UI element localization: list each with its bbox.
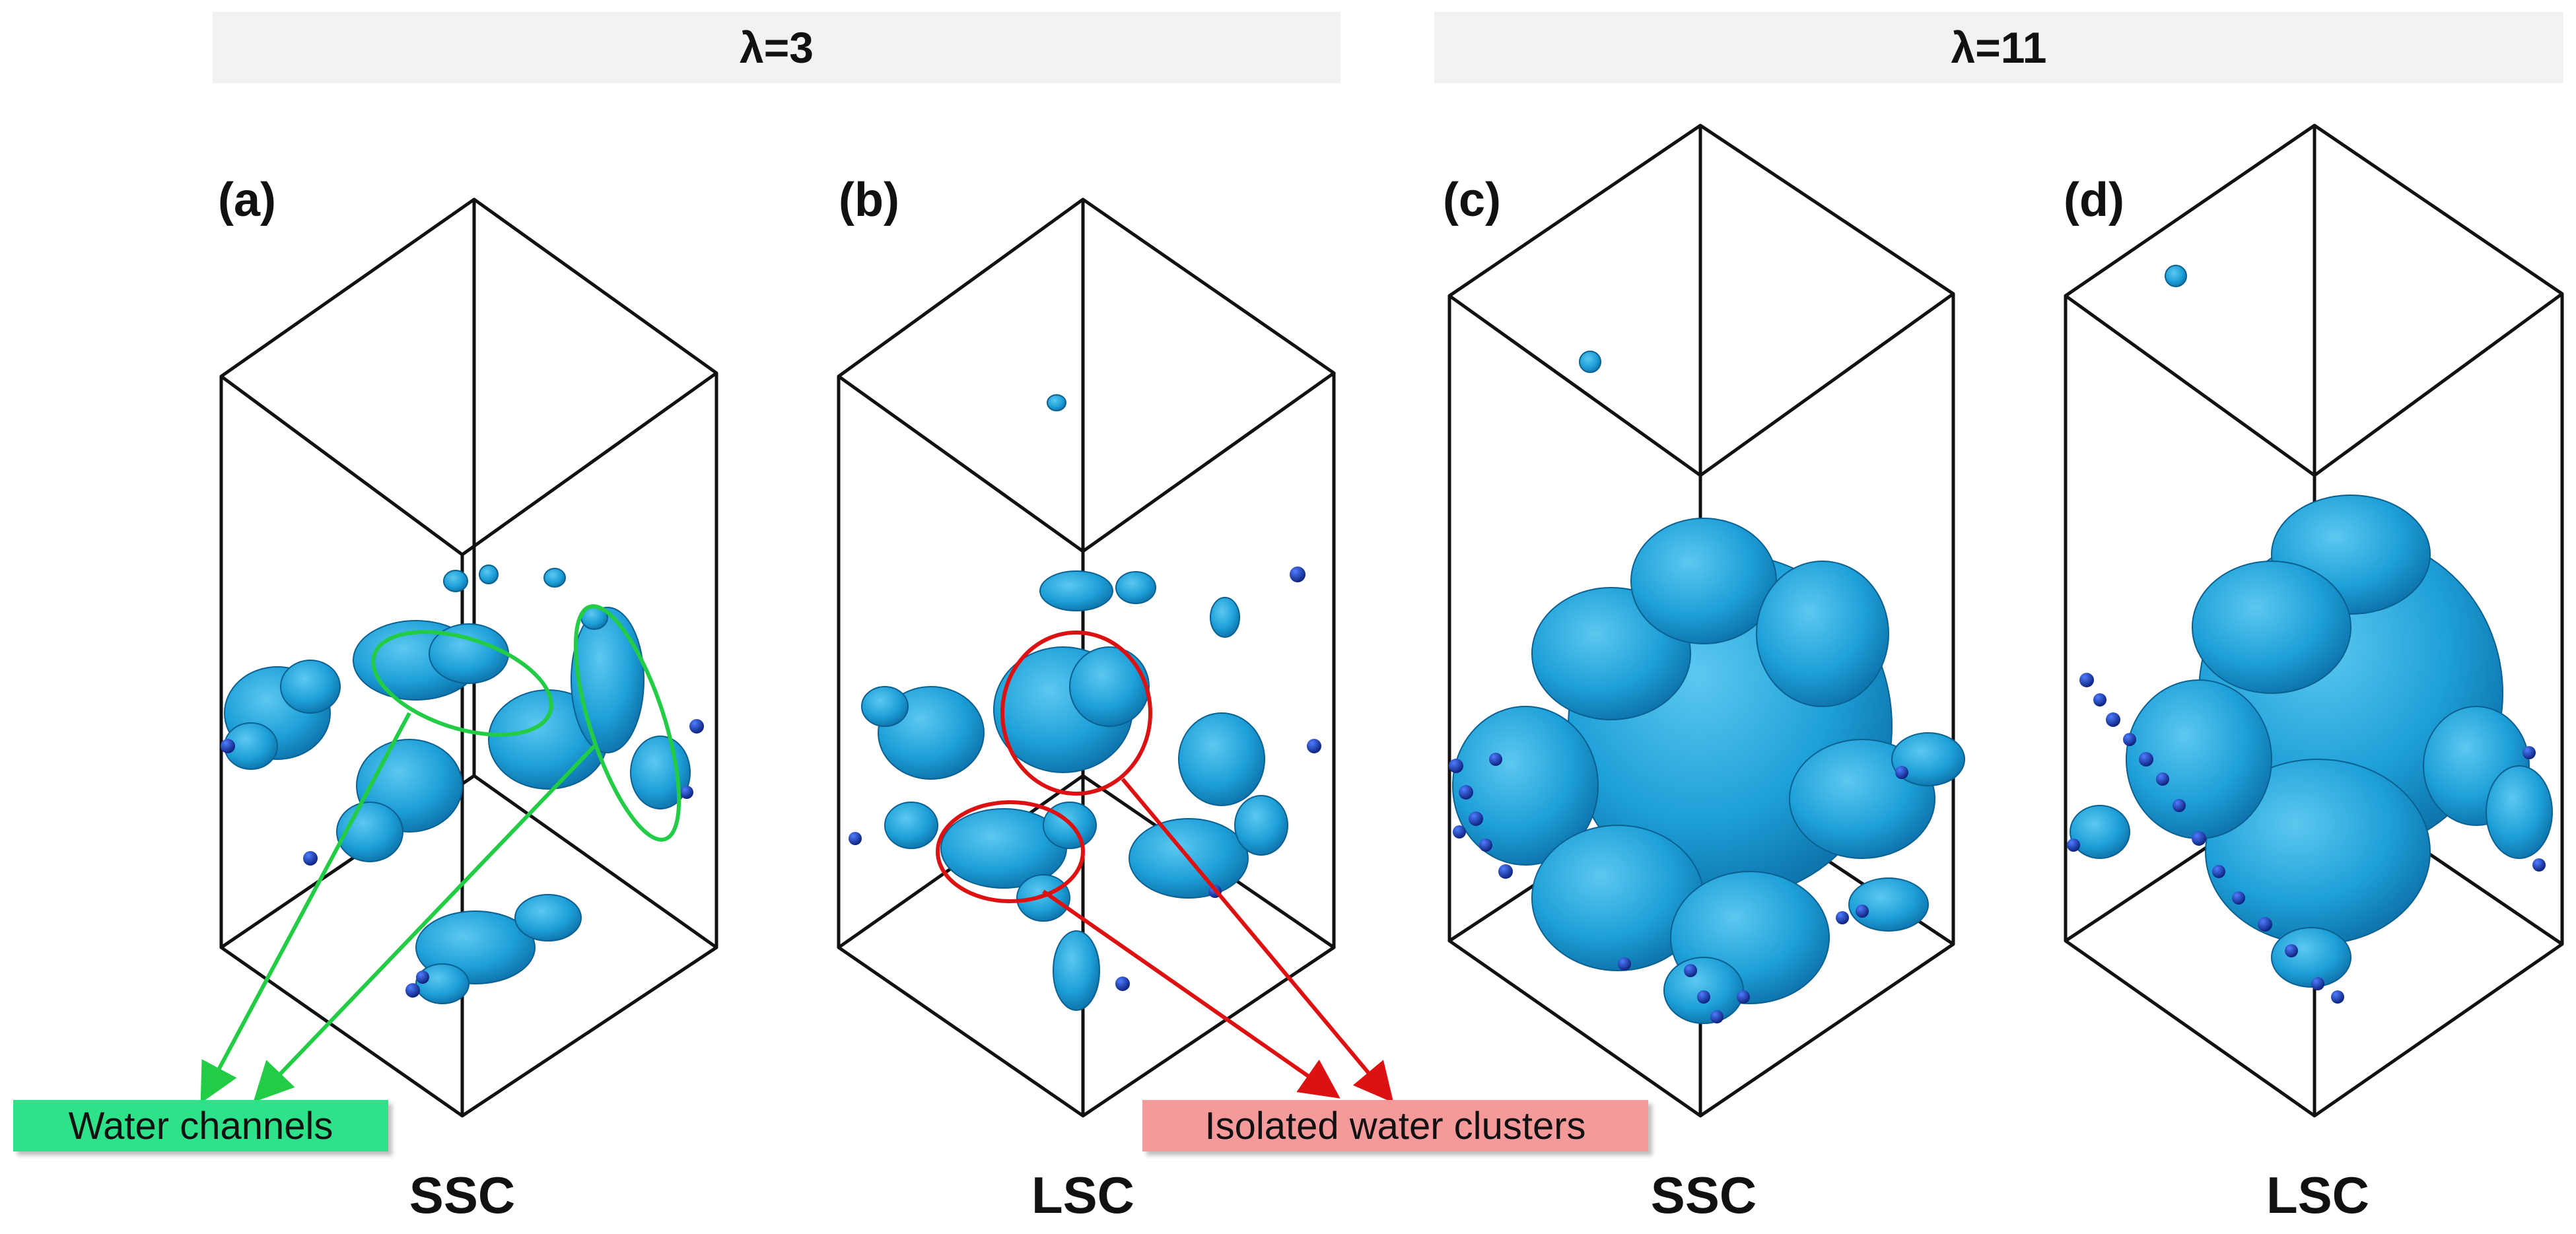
panel-b-condition: LSC (1031, 1166, 1134, 1224)
panel-d-molecules (2067, 673, 2546, 1004)
lambda-3-header: λ=3 (213, 12, 1340, 83)
panel-c-condition: SSC (1650, 1166, 1757, 1224)
water-channels-callout: Water channels (13, 1100, 388, 1151)
panel-b-label: (b) (839, 174, 899, 226)
panel-c-water-network (1452, 351, 1965, 1024)
water-channel-highlights (371, 604, 681, 842)
isolated-cluster-arrows (1042, 778, 1394, 1103)
panel-d-condition: LSC (2266, 1166, 2369, 1224)
isolated-water-clusters-callout: Isolated water clusters (1142, 1100, 1648, 1151)
isolated-cluster-highlights (936, 631, 1152, 903)
panel-a-label: (a) (218, 174, 276, 226)
panel-a-condition: SSC (409, 1166, 516, 1224)
water-channel-arrows (200, 712, 596, 1104)
panel-d-label: (d) (2064, 174, 2124, 226)
panel-c-molecules (1449, 753, 1908, 1023)
panel-a-water-clusters (224, 565, 691, 1004)
panel-d-water-network (2070, 265, 2553, 988)
panel-c-label: (c) (1443, 174, 1501, 226)
panel-a-molecules (221, 719, 704, 998)
panel-b-water-clusters (861, 394, 1288, 1011)
lambda-11-header: λ=11 (1434, 12, 2563, 83)
